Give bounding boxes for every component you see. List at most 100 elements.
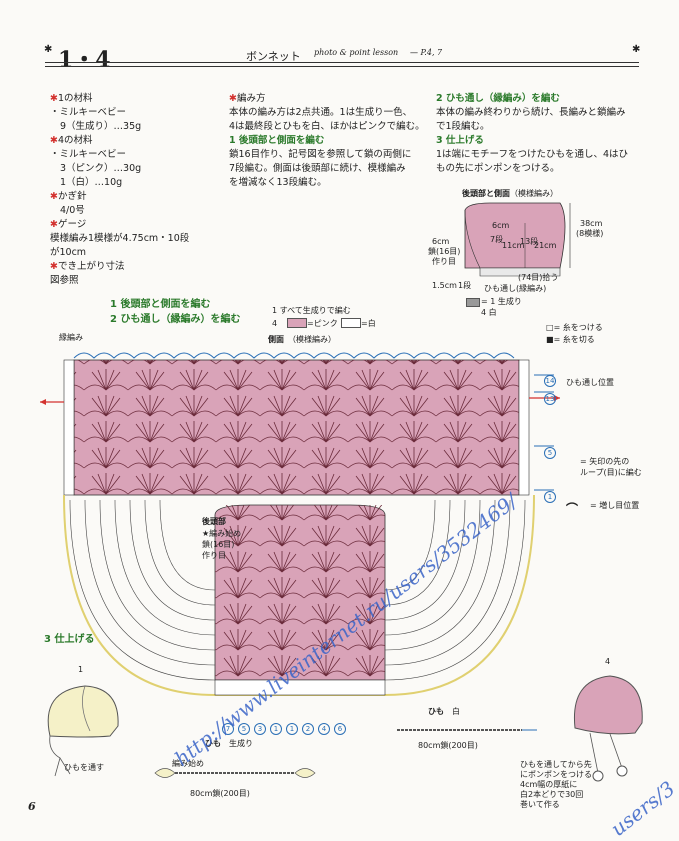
key-arrow-loop: = 矢印の先のループ(目)に編む [580, 457, 642, 477]
finish-note-1: ひもを通してから先 [520, 760, 592, 769]
schematic-d4: 13段 [520, 237, 539, 246]
m4-line3: 1（白）…10g [60, 177, 123, 188]
page-number: 6 [28, 800, 36, 813]
method-step2-head: 2 ひも通し（縁編み）を編む [436, 93, 560, 104]
gauge-head: ゲージ [57, 219, 87, 230]
header-rule [45, 62, 639, 63]
method-head: 編み方 [236, 93, 266, 104]
finish-note: ひもを通してから先 にポンポンをつける 4cm幅の厚紙に 白2本どりで30回 巻… [520, 760, 592, 810]
crochet-chart [40, 352, 560, 696]
size-val: 図参照 [50, 275, 79, 286]
star-mark: ✱ [50, 93, 58, 104]
key-cut-off: ■= 糸を切る [546, 335, 595, 344]
schematic-d9: 鎖(16目) [428, 247, 461, 256]
himo2-label: ひも白 [428, 707, 460, 716]
star-mark: ✱ [50, 261, 58, 272]
star-mark: ✱ [229, 93, 237, 104]
schematic-d7: (8模様) [576, 229, 604, 238]
back-label: 後頭部 [202, 517, 226, 526]
m1-line2: 9（生成り）…35g [60, 121, 142, 132]
gauge-line1: 模様編み1模様が4.75cm・10段 [50, 233, 190, 244]
finish-head: 3 仕上げる [44, 634, 95, 645]
chart-edge-label: 縁編み [59, 333, 83, 342]
bonnet-4-illustration [573, 675, 643, 782]
key-all1: 1 すべて生成りで編む [272, 306, 351, 315]
star-mark: ✱ [50, 135, 58, 146]
header-title: ボンネット [246, 50, 301, 63]
chart-h2: 2 ひも通し（縁編み）を編む [110, 314, 241, 325]
finish-b1-tie: ひもを通す [64, 763, 104, 772]
schematic-d8: 6cm [432, 237, 450, 246]
materials-column: ✱1の材料 ・ミルキーベビー 9（生成り）…35g ✱4の材料 ・ミルキーベビー… [50, 92, 240, 288]
header-rule-2 [45, 66, 639, 67]
header-subtitle: photo & point lesson [314, 48, 399, 57]
bottom-row-num: 1 [286, 723, 298, 735]
bottom-row-num: 3 [254, 723, 266, 735]
chart-tie-pos: ひも通し位置 [566, 378, 614, 387]
schematic-d14: ひも通し(縁編み) [484, 284, 547, 293]
method-step2-l1: 本体の編み終わりから続け、長編みと鎖編み [436, 107, 626, 118]
himo-strap-illustration [154, 768, 316, 778]
square-icon: □ [546, 323, 554, 332]
schematic-d2: 7段 [490, 235, 504, 244]
schematic-d5: 21cm [534, 241, 557, 250]
schematic-title: 後頭部と側面（模様編み） [462, 189, 558, 198]
back-chain: 鎖(16目) [202, 540, 235, 549]
row-num-1: 1 [542, 484, 558, 503]
schematic-d10: 作り目 [432, 257, 456, 266]
row-num-5: 5 [542, 440, 558, 459]
method-column: ✱編み方 本体の編み方は2点共通。1は生成り一色、 4は最終段とひもを白、ほかは… [229, 92, 429, 190]
key-label4: 4 白 [481, 308, 497, 317]
method-step2-l2: で1段編む。 [436, 121, 490, 132]
key-pink-swatch [287, 318, 307, 328]
himo2-len: 80cm鎖(200目) [418, 741, 478, 750]
increase-mark-icon: ⌒ [566, 502, 579, 516]
method-step1-l3: を増減なく13段編む。 [229, 177, 327, 188]
schematic-d11: 1.5cm [432, 281, 457, 290]
m4-head: 4の材料 [57, 135, 93, 146]
chart-h1: 1 後頭部と側面を編む [110, 299, 211, 310]
key-pink-label: =ピンク [307, 319, 338, 328]
bottom-row-num: 6 [334, 723, 346, 735]
finish-b4-num: 4 [605, 657, 611, 666]
bottom-row-num: 7 [222, 723, 234, 735]
method-step3-head: 3 仕上げる [436, 135, 484, 146]
size-head: でき上がり寸法 [57, 261, 125, 272]
finish-note-4: 白2本どりで30回 [520, 790, 584, 799]
header-section-number: 1・4 [58, 47, 111, 73]
schematic-d6: 38cm [580, 219, 603, 228]
bottom-row-num: 4 [318, 723, 330, 735]
header-page-ref: — P.4, 7 [410, 48, 443, 57]
method-step1-l1: 鎖16目作り、記号図を参照して鎖の両側に [229, 149, 412, 160]
back-made: 作り目 [202, 551, 226, 560]
method-p2: 4は最終段とひもを白、ほかはピンクで編む。 [229, 121, 425, 132]
back-start: ★編み始め [202, 529, 242, 538]
gauge-line2: が10cm [50, 247, 87, 258]
method-p1: 本体の編み方は2点共通。1は生成り一色、 [229, 107, 413, 118]
method-step3-l2: もの先にポンポンをつける。 [436, 163, 560, 174]
key-white-label: =白 [361, 319, 376, 328]
bottom-row-num: 5 [238, 723, 250, 735]
key-gray-swatch [466, 298, 480, 307]
finish-b1-num: 1 [78, 665, 84, 674]
key-pink-num: 4 [272, 319, 278, 328]
row-num-13: 13 [544, 393, 556, 405]
schematic-d3: 11cm [502, 241, 525, 250]
key-cut-on: □= 糸をつける [546, 323, 603, 332]
key-inc-pos: = 増し目位置 [590, 501, 640, 510]
schematic-d13: (74目)拾う [518, 273, 559, 282]
bottom-row-num: 1 [270, 723, 282, 735]
schematic-diagram [464, 202, 571, 277]
hook-head: かぎ針 [57, 191, 87, 202]
method-step1-head: 1 後頭部と側面を編む [229, 135, 325, 146]
himo-label: ひも生成り [205, 739, 253, 748]
star-mark: ✱ [50, 219, 58, 230]
finish-note-3: 4cm幅の厚紙に [520, 780, 578, 789]
finish-note-5: 巻いて作る [520, 800, 560, 809]
schematic-d1: 6cm [492, 221, 510, 230]
method-step3-l1: 1は端にモチーフをつけたひもを通し、4はひ [436, 149, 629, 160]
chart-side-label: 側面（模様編み） [268, 335, 336, 344]
method-step1-l2: 7段編む。側面は後頭部に続け、模様編み [229, 163, 406, 174]
key-label1: = 1 生成り [481, 297, 522, 306]
m1-head: 1の材料 [57, 93, 93, 104]
